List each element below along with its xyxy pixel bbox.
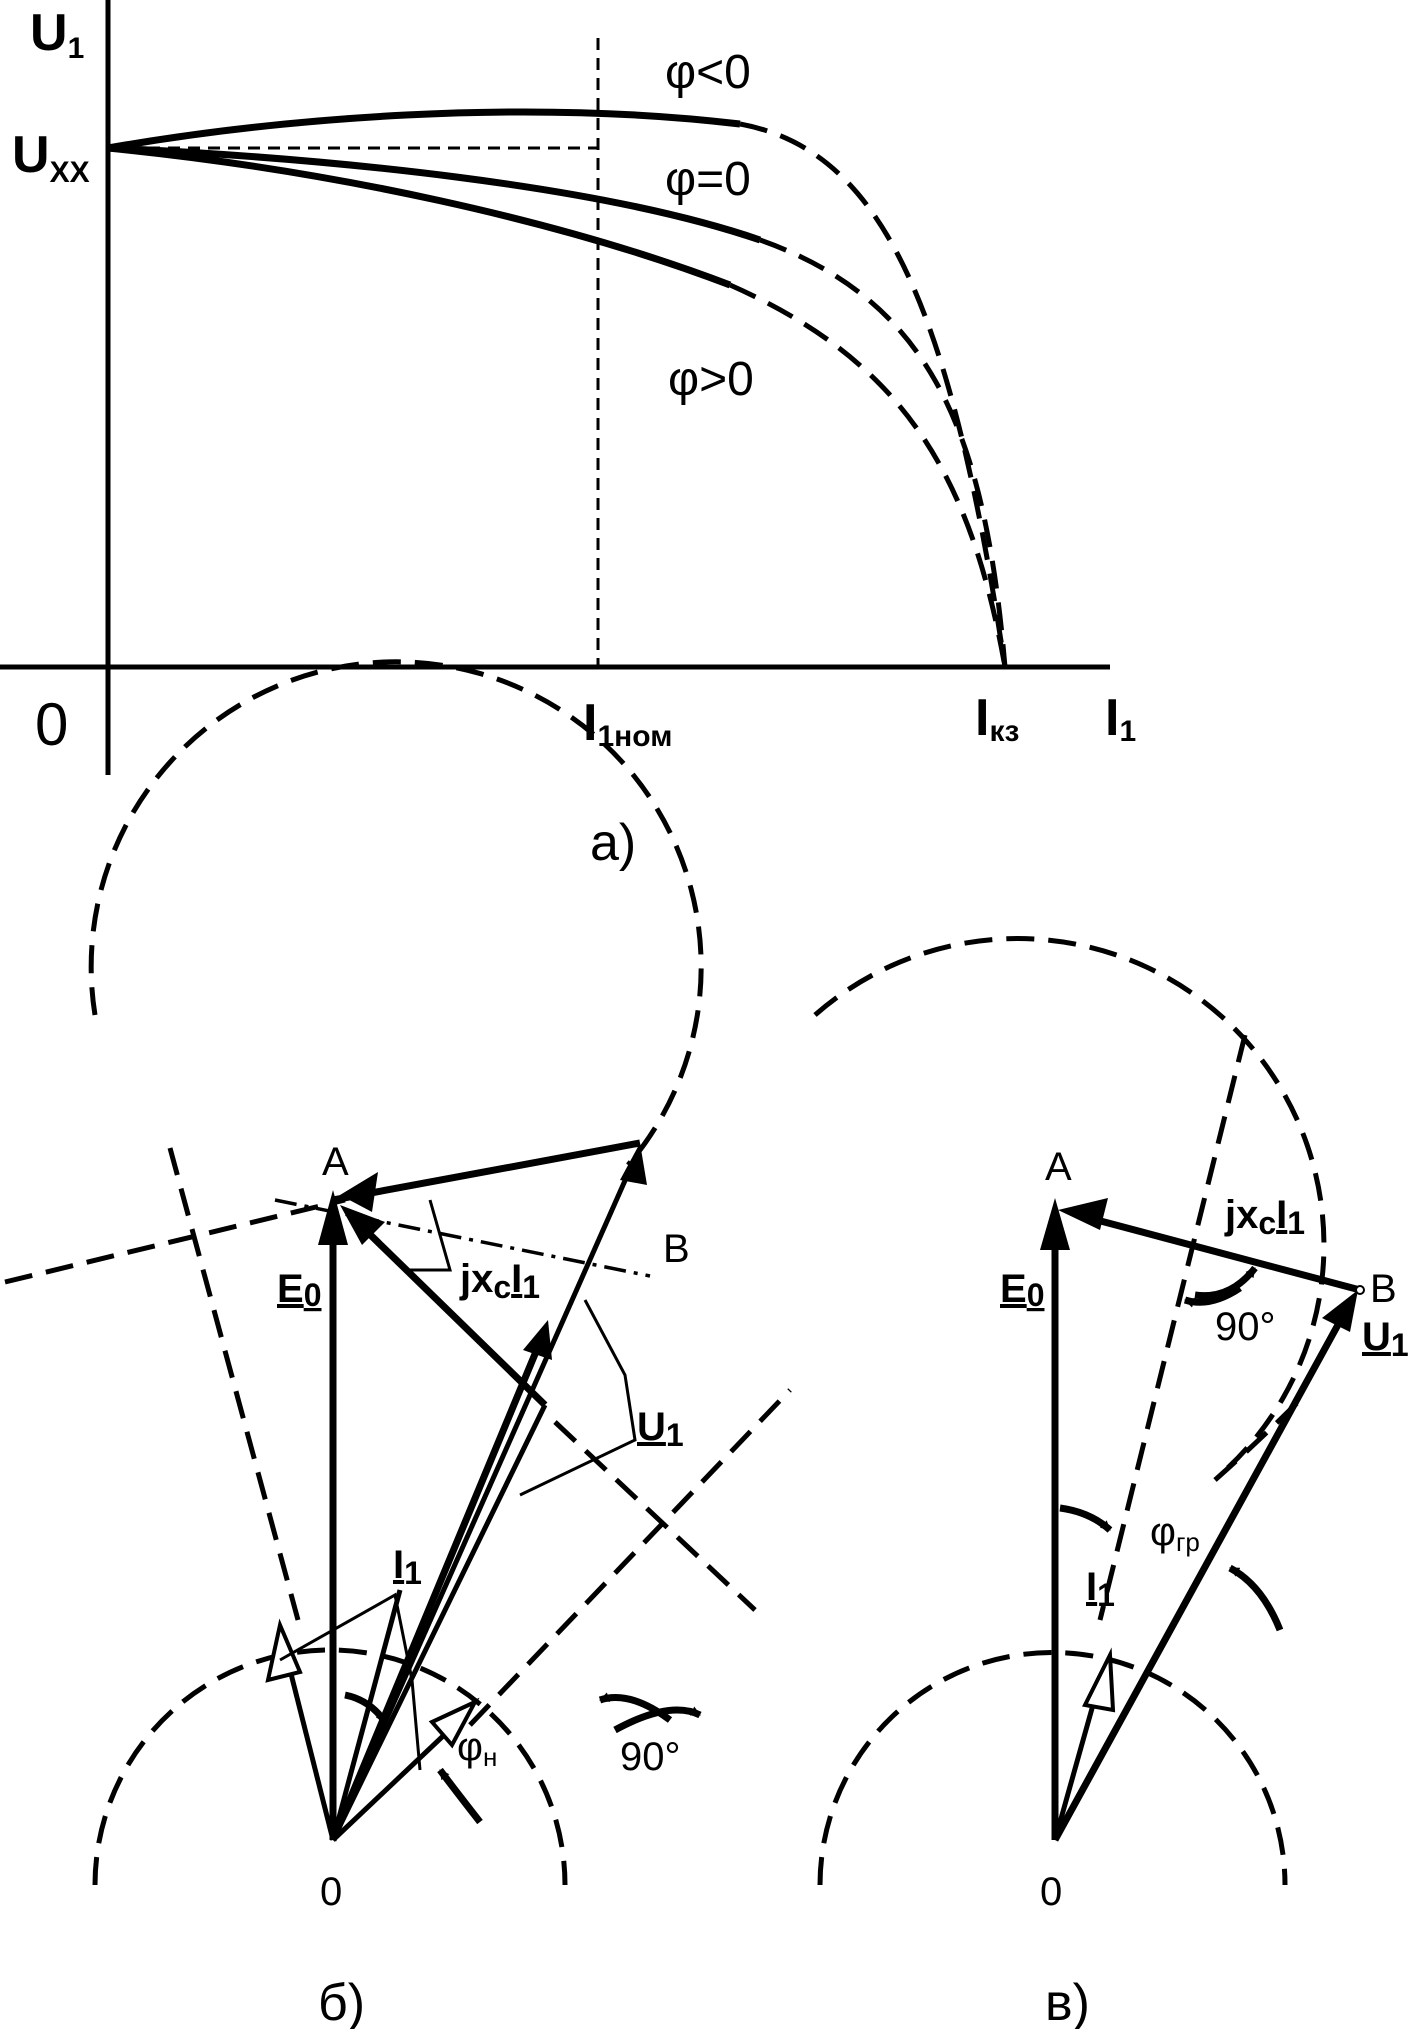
i1-left-arrowhead [265,1618,303,1683]
jxc-extension-line [553,1420,757,1612]
jxc-arrowhead [340,1205,385,1245]
point-b-label-c: B [1370,1267,1397,1311]
phi-arc-lower [437,1767,483,1825]
u1-label-c: U1 [1362,1315,1408,1363]
construction-line-a [4,1197,346,1285]
voltage-locus-arc-c [813,936,1327,1477]
x-axis-label: I1 [1105,689,1136,748]
u1-long-arrowhead [620,1143,647,1185]
i1-phasor-left [282,1649,336,1841]
origin-label: 0 [35,691,68,758]
caption-b: б) [318,1974,365,2029]
u1-phasor-c [1051,1310,1349,1842]
i1-phasor-right [331,1718,462,1842]
point-b-marker-c [1355,1285,1365,1295]
jxc-label: jxcI1 [459,1257,540,1305]
phi-gr-arc [1059,1504,1113,1533]
phi-label: φн [457,1725,497,1772]
curve-zero-dashed [759,237,1008,668]
angle-90-label-c: 90° [1215,1305,1276,1349]
curve-lag-dashed [728,282,1008,668]
angle-90-label: 90° [620,1735,681,1779]
i1-arrowhead-c [1082,1647,1116,1713]
angle-90-arc-back [598,1692,673,1723]
e0-arrowhead [318,1190,348,1245]
angle-90-arc-c [1194,1265,1258,1300]
curve-zero-label: φ=0 [665,153,751,206]
a-to-circle-line [332,1139,641,1204]
e0-label: E0 [277,1267,321,1313]
e0-label-c: E0 [1000,1267,1044,1313]
point-0-label-c: 0 [1040,1870,1062,1914]
voltage-locus-arc [88,659,704,1167]
uxx-label: UXX [12,126,90,189]
jxc-phasor-c [1077,1211,1361,1294]
inom-label: I1ном [583,694,672,753]
point-b-label: B [663,1227,690,1271]
panel-b: A B 0 E0 jxcI1 U1 I1 φн 90° б) [4,659,792,2029]
point-0-label: 0 [320,1870,342,1914]
u1-arrowhead [523,1320,552,1360]
curve-lead-solid [107,108,741,152]
perpendicular-line [468,1388,792,1727]
jxc-phasor [347,1212,548,1408]
point-a-label-c: A [1045,1145,1072,1189]
current-direction-line [167,1147,301,1621]
current-direction-line-c [1097,1034,1248,1621]
phi-gr-label: φгр [1150,1510,1200,1557]
i1-label: I1 [393,1543,422,1591]
u1-arrowhead-c [1322,1290,1358,1332]
i1-leader [279,1592,422,1771]
rotation-arc-c [1228,1564,1284,1632]
u1-extension-c [1213,1398,1302,1482]
ikz-label: Iкз [975,689,1019,748]
i1-phasor-mid [330,1589,403,1841]
panel-c: A B 0 E0 jxcI1 U1 I1 φгр 90° в) [813,936,1408,2029]
angle-90-arc-c-back [1183,1285,1242,1308]
curve-lead-label: φ<0 [665,46,751,99]
u1-leader [519,1299,637,1497]
curve-lag-label: φ>0 [668,353,754,406]
caption-c: в) [1045,1974,1090,2029]
a-arrowhead [340,1172,378,1212]
curve-lead-dashed [739,121,1008,668]
point-a-label: A [322,1140,349,1184]
e0-arrowhead-c [1040,1198,1070,1250]
jxc-label-c: jxcI1 [1224,1193,1305,1241]
panel-a: U1 UXX 0 I1ном Iкз I1 φ<0 φ=0 φ>0 а) [0,0,1136,872]
caption-a: а) [590,814,636,872]
y-axis-label: U1 [30,4,84,65]
angle-90-arc [613,1706,702,1734]
curve-lag-solid [107,144,732,289]
u1-label: U1 [637,1405,684,1453]
curve-zero-solid [107,144,762,244]
u1-phasor-inner [330,1403,548,1842]
i1-label-c: I1 [1086,1565,1115,1613]
phi-arc-upper [344,1691,388,1725]
jxc-arrowhead-c [1058,1198,1108,1230]
jxc-leader [410,1199,452,1272]
i1-right-arrowhead [428,1697,480,1749]
u1-phasor [329,1340,544,1842]
